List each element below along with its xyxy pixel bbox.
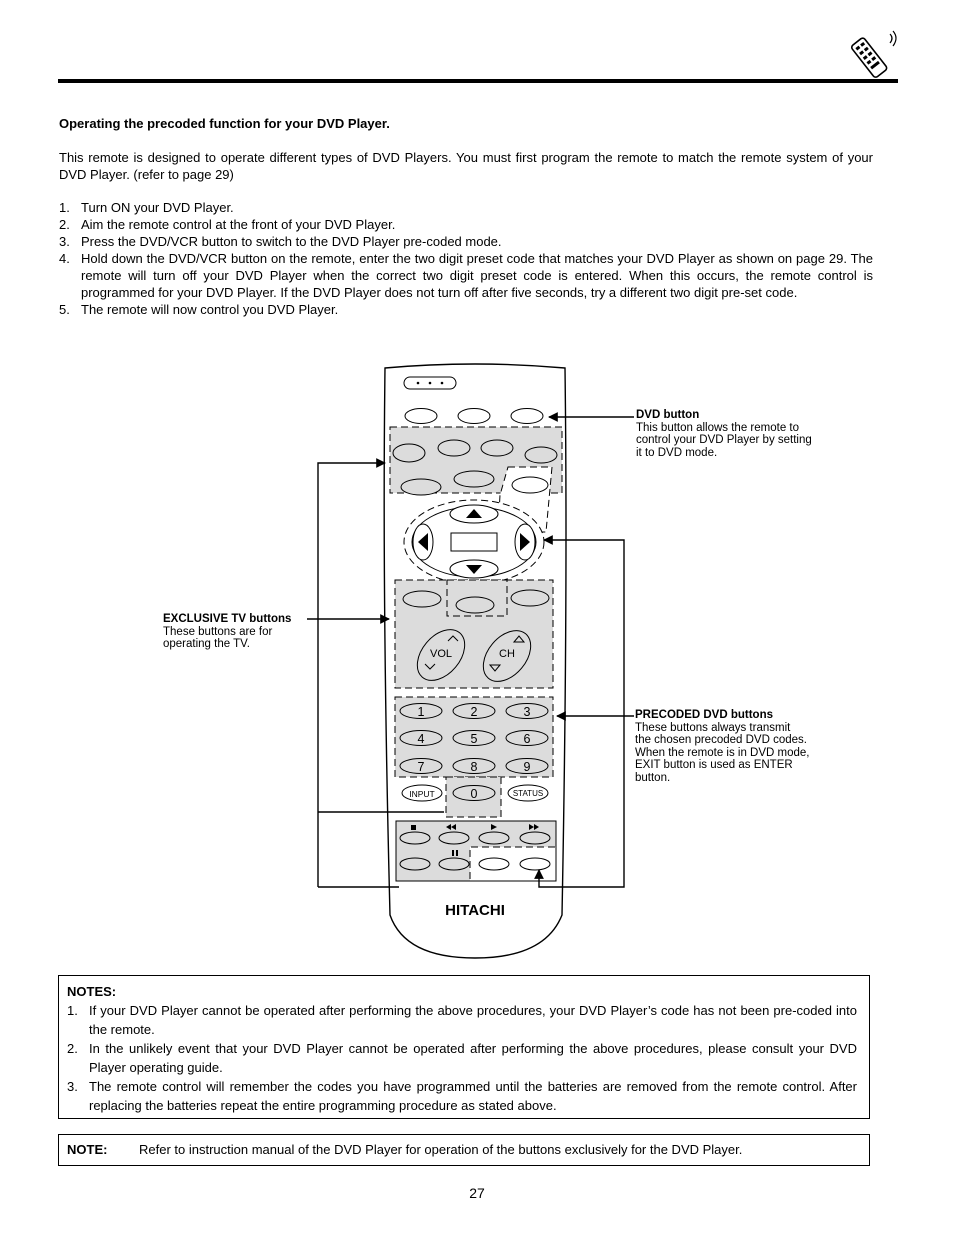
callout-title: EXCLUSIVE TV buttons xyxy=(163,613,292,625)
step-number: 2. xyxy=(59,217,70,232)
note-box: NOTE: Refer to instruction manual of the … xyxy=(58,1134,870,1166)
notes-box: NOTES: 1. If your DVD Player cannot be op… xyxy=(58,975,870,1119)
step-item: 4. Hold down the DVD/VCR button on the re… xyxy=(59,250,873,301)
note-number: 1. xyxy=(67,1003,78,1018)
vol-label: VOL xyxy=(430,648,452,660)
step-number: 3. xyxy=(59,234,70,249)
callout-title: PRECODED DVD buttons xyxy=(635,709,773,721)
callout-title: DVD button xyxy=(636,409,700,421)
step-number: 4. xyxy=(59,251,70,266)
exclusive-tv-callout: EXCLUSIVE TV buttons These buttons are f… xyxy=(163,613,291,651)
digit-7: 7 xyxy=(418,760,425,774)
callout-body: This button allows the remote to control… xyxy=(636,421,812,459)
digit-1: 1 xyxy=(418,705,425,719)
section-heading: Operating the precoded function for your… xyxy=(59,116,390,131)
digit-4: 4 xyxy=(418,732,425,746)
step-text: Turn ON your DVD Player. xyxy=(81,200,234,215)
digit-6: 6 xyxy=(524,732,531,746)
step-item: 1. Turn ON your DVD Player. xyxy=(59,199,873,216)
remote-control-icon xyxy=(850,30,897,78)
input-label: INPUT xyxy=(409,789,435,799)
dvd-mode-button xyxy=(510,408,544,424)
step-number: 1. xyxy=(59,200,70,215)
remote-diagram: VOL CH 1 2 3 4 5 6 7 8 9 0 INPUT STATUS … xyxy=(307,363,634,959)
note-item: 2. In the unlikely event that your DVD Pl… xyxy=(67,1039,857,1077)
digit-5: 5 xyxy=(471,732,478,746)
note-item: 3. The remote control will remember the c… xyxy=(67,1077,857,1115)
step-item: 2. Aim the remote control at the front of… xyxy=(59,216,873,233)
mode-button xyxy=(404,408,438,424)
notes-list: 1. If your DVD Player cannot be operated … xyxy=(67,1001,857,1115)
note-text: If your DVD Player cannot be operated af… xyxy=(89,1003,857,1037)
dvd-button-callout: DVD button This button allows the remote… xyxy=(636,409,812,459)
mode-button xyxy=(457,408,491,424)
status-label: STATUS xyxy=(513,789,543,798)
digit-2: 2 xyxy=(471,705,478,719)
note-text: Refer to instruction manual of the DVD P… xyxy=(139,1142,743,1157)
precoded-dvd-callout: PRECODED DVD buttons These buttons alway… xyxy=(635,709,810,784)
notes-title: NOTES: xyxy=(67,984,117,999)
digit-3: 3 xyxy=(524,705,531,719)
callout-body: These buttons are for operating the TV. xyxy=(163,625,273,651)
steps-list: 1. Turn ON your DVD Player. 2. Aim the rem… xyxy=(59,199,873,318)
page-number: 27 xyxy=(469,1185,485,1201)
note-label: NOTE: xyxy=(67,1142,108,1157)
note-number: 3. xyxy=(67,1079,78,1094)
step-text: Aim the remote control at the front of y… xyxy=(81,217,396,232)
note-text: In the unlikely event that your DVD Play… xyxy=(89,1041,857,1075)
digit-8: 8 xyxy=(471,760,478,774)
note-text: The remote control will remember the cod… xyxy=(89,1079,857,1113)
step-item: 5. The remote will now control you DVD Pl… xyxy=(59,301,873,318)
intro-paragraph: This remote is designed to operate diffe… xyxy=(59,150,873,182)
header-rule xyxy=(58,79,898,83)
step-text: The remote will now control you DVD Play… xyxy=(81,302,339,317)
ch-label: CH xyxy=(499,648,515,660)
digit-9: 9 xyxy=(524,760,531,774)
step-text: Press the DVD/VCR button to switch to th… xyxy=(81,234,502,249)
step-item: 3. Press the DVD/VCR button to switch to … xyxy=(59,233,873,250)
step-text: Hold down the DVD/VCR button on the remo… xyxy=(81,251,873,300)
step-number: 5. xyxy=(59,302,70,317)
note-number: 2. xyxy=(67,1041,78,1056)
brand-logo: HITACHI xyxy=(445,902,505,919)
note-item: 1. If your DVD Player cannot be operated … xyxy=(67,1001,857,1039)
digit-0: 0 xyxy=(471,787,478,801)
callout-body: These buttons always transmit the chosen… xyxy=(635,721,810,784)
